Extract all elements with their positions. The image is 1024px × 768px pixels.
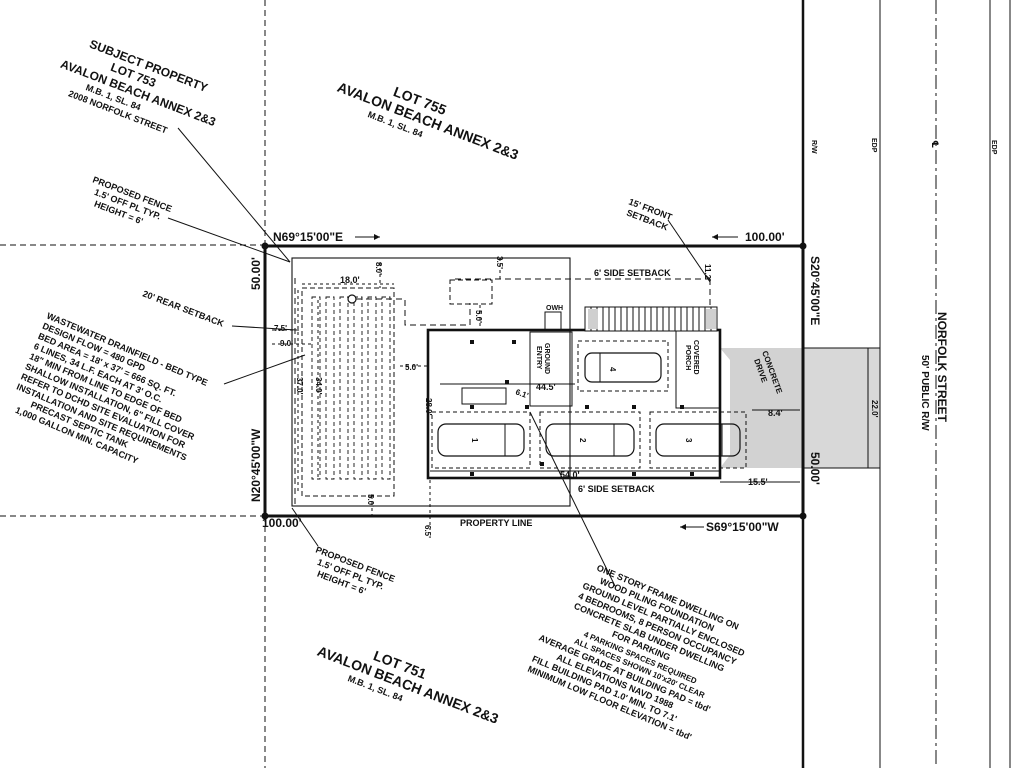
drainfield-line-5 [367, 296, 377, 480]
bearing-south: S69°15'00"W [706, 520, 779, 534]
centerline-label: ℄ [930, 140, 940, 148]
edp-label-west: EDP [870, 138, 877, 153]
corner-nw [261, 242, 269, 250]
dim-11-2: 11.2' [703, 264, 712, 281]
ground-entry [529, 331, 573, 407]
street-name-label: NORFOLK STREET [935, 312, 949, 423]
parking-space-3-label: 3 [684, 438, 693, 443]
drainfield-line-6 [381, 296, 391, 480]
dim-6-5: 6.5' [423, 525, 432, 538]
wastewater-note: WASTEWATER DRAINFIELD - BED TYPE DESIGN … [14, 311, 209, 466]
car-2 [545, 423, 635, 457]
dim-15-5: 15.5' [748, 477, 768, 487]
property-line-label: PROPERTY LINE [460, 518, 532, 528]
drainfield-bed [301, 287, 395, 497]
porch-landing-right [706, 309, 716, 329]
proposed-fence [291, 257, 571, 507]
bearing-east: S20°45'00"E [808, 256, 822, 325]
septic-tank [449, 279, 493, 305]
ground-entry-label-2: ENTRY [535, 346, 542, 370]
dim-28: 28.0' [424, 398, 433, 416]
parking-space-4-label: 4 [608, 367, 617, 372]
lot-751-label: LOT 751 AVALON BEACH ANNEX 2&3 M.B. 1, S… [315, 643, 501, 727]
subject-leader [177, 127, 291, 263]
corner-se [799, 512, 807, 520]
corner-sw [261, 512, 269, 520]
edp-label-east: EDP [990, 140, 997, 155]
distance-south: 100.00' [262, 516, 302, 530]
dim-34: 34.0' [314, 377, 323, 395]
car-1 [437, 423, 525, 457]
rear-setback-leader [231, 325, 297, 331]
effluent-line [356, 298, 471, 326]
car-4 [584, 352, 662, 383]
parking-space-3 [649, 411, 747, 469]
dim-bed-width: 18.0' [340, 275, 360, 285]
rear-setback-label: 20' REAR SETBACK [141, 289, 225, 329]
fence-leader-bottom [291, 507, 319, 547]
drainfield-line-2 [325, 296, 335, 480]
wastewater-leader [223, 354, 306, 385]
dim-8: 8.0' [374, 262, 383, 275]
parking-space-1 [431, 411, 531, 469]
interior-block [461, 387, 507, 405]
distance-north: 100.00' [745, 230, 785, 244]
ground-entry-label-1: GROUND [543, 343, 550, 374]
fence-note-top: PROPOSED FENCE 1.5' OFF PL TYP. HEIGHT =… [91, 175, 173, 227]
subject-property-label: SUBJECT PROPERTY LOT 753 AVALON BEACH AN… [59, 37, 218, 136]
dim-3-5: 3.5' [495, 256, 504, 269]
side-setback-top-label: 6' SIDE SETBACK [594, 268, 671, 278]
drainfield-line-3 [339, 296, 349, 480]
owh-heater [544, 311, 562, 331]
front-setback-label: 15' FRONT SETBACK [625, 197, 674, 233]
svg-text:AVALON BEACH ANNEX 2&3: AVALON BEACH ANNEX 2&3 [335, 79, 521, 163]
svg-text:AVALON BEACH ANNEX 2&3: AVALON BEACH ANNEX 2&3 [315, 643, 501, 727]
property-boundary [263, 244, 805, 518]
pilings [470, 340, 694, 476]
bearing-north: N69°15'00"E [273, 230, 343, 244]
street-row-label: 50' PUBLIC R/W [919, 355, 930, 431]
concrete-drive-area [720, 348, 803, 468]
distribution-box [347, 294, 357, 304]
parking-space-1-label: 1 [470, 438, 479, 443]
front-setback-leader [667, 219, 711, 283]
dim-5-bldg: 5.0' [405, 363, 418, 372]
dim-54: 54.0' [560, 470, 580, 480]
stair-treads [590, 307, 712, 331]
parking-space-2-label: 2 [578, 438, 587, 443]
parking-space-2 [539, 411, 641, 469]
drainfield-line-1 [311, 296, 321, 480]
covered-porch-label-1: COVERED [692, 340, 699, 375]
dim-44-5: 44.5' [536, 382, 556, 392]
distance-east: 50.00' [808, 452, 822, 485]
drainfield-line-4 [353, 296, 363, 480]
bearing-west: N20°45'00"W [249, 428, 263, 502]
porch-landing [588, 309, 598, 329]
dwelling-note: ONE STORY FRAME DWELLING ON WOOD PILING … [526, 563, 746, 742]
distance-west: 50.00' [249, 257, 263, 290]
dim-6-1: 6.1' [514, 387, 529, 400]
rw-label: R/W [810, 140, 817, 154]
covered-porch-label-2: PORCH [684, 345, 691, 370]
side-setback-bottom-label: 6' SIDE SETBACK [578, 484, 655, 494]
lot-755-label: LOT 755 AVALON BEACH ANNEX 2&3 M.B. 1, S… [335, 79, 521, 163]
dim-drive-width: 22.0' [870, 400, 879, 418]
dim-5-tank: 5.0' [474, 310, 483, 323]
dim-37: 37.0' [295, 377, 304, 395]
dim-5-bottom: 5.0' [366, 494, 375, 507]
car-3 [655, 423, 741, 457]
corner-ne [799, 242, 807, 250]
dwelling-leader [529, 411, 616, 587]
fence-note-bottom: PROPOSED FENCE 1.5' OFF PL TYP. HEIGHT =… [314, 545, 396, 597]
dim-7-5: 7.5' [274, 324, 287, 333]
dim-8-4: 8.4' [768, 408, 783, 418]
dim-9: 9.0' [280, 339, 293, 348]
parking-space-4 [577, 340, 669, 392]
owh-label: OWH [546, 305, 563, 312]
fence-leader-top [167, 217, 291, 263]
